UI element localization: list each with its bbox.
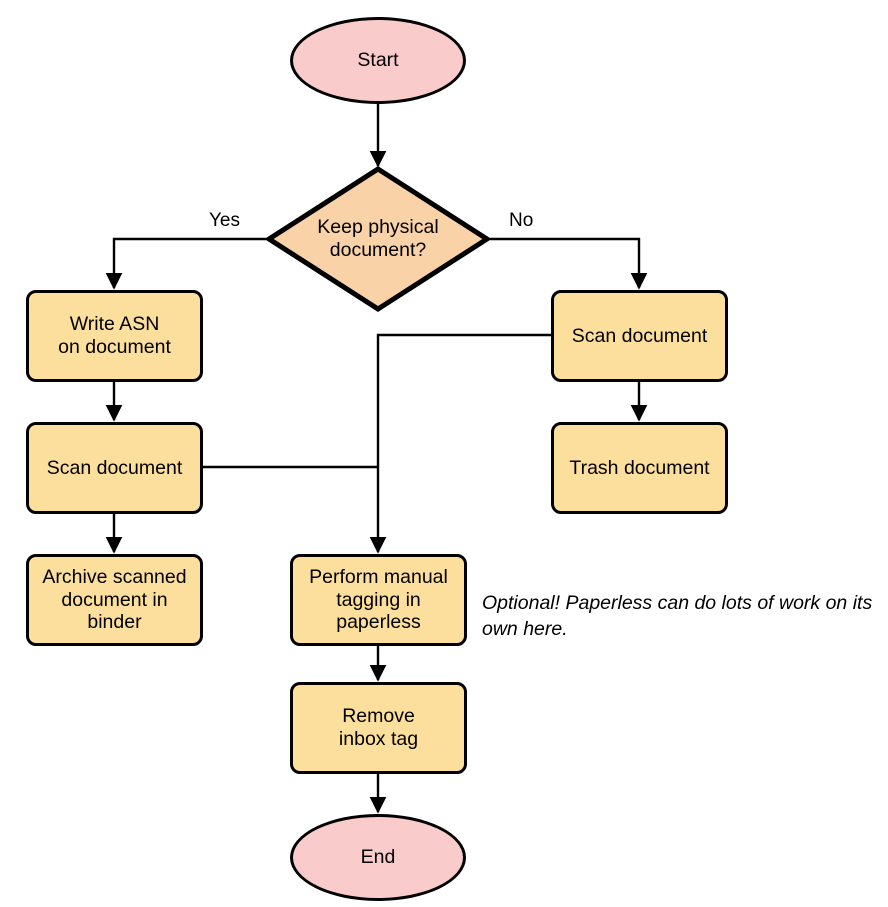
node-end[interactable]: End [290,814,466,901]
node-decision-label: Keep physical document? [317,216,439,261]
node-perform-manual-tagging-in-paperless[interactable]: Perform manual tagging in paperless [290,554,467,646]
edge-scan-right-to-tagging [369,333,553,554]
edge-decision-yes-to-write-asn [105,237,266,290]
node-start[interactable]: Start [290,17,466,104]
node-write-asn-on-document[interactable]: Write ASN on document [26,290,203,382]
node-remove-inbox-tag[interactable]: Remove inbox tag [290,682,467,774]
node-trash-document[interactable]: Trash document [551,422,728,514]
decision-diamond-shape [264,166,492,312]
node-scan-document-left[interactable]: Scan document [26,422,203,514]
node-scan-document-right[interactable]: Scan document [551,290,728,382]
edge-label-no: No [509,210,534,231]
note-optional-paperless: Optional! Paperless can do lots of work … [482,592,873,641]
node-decision-keep-physical-document[interactable]: Keep physical document? [264,165,492,313]
edge-decision-no-to-scan-right [490,237,648,290]
edge-label-yes: Yes [209,210,240,231]
node-archive-scanned-document-in-binder[interactable]: Archive scanned document in binder [26,554,203,646]
